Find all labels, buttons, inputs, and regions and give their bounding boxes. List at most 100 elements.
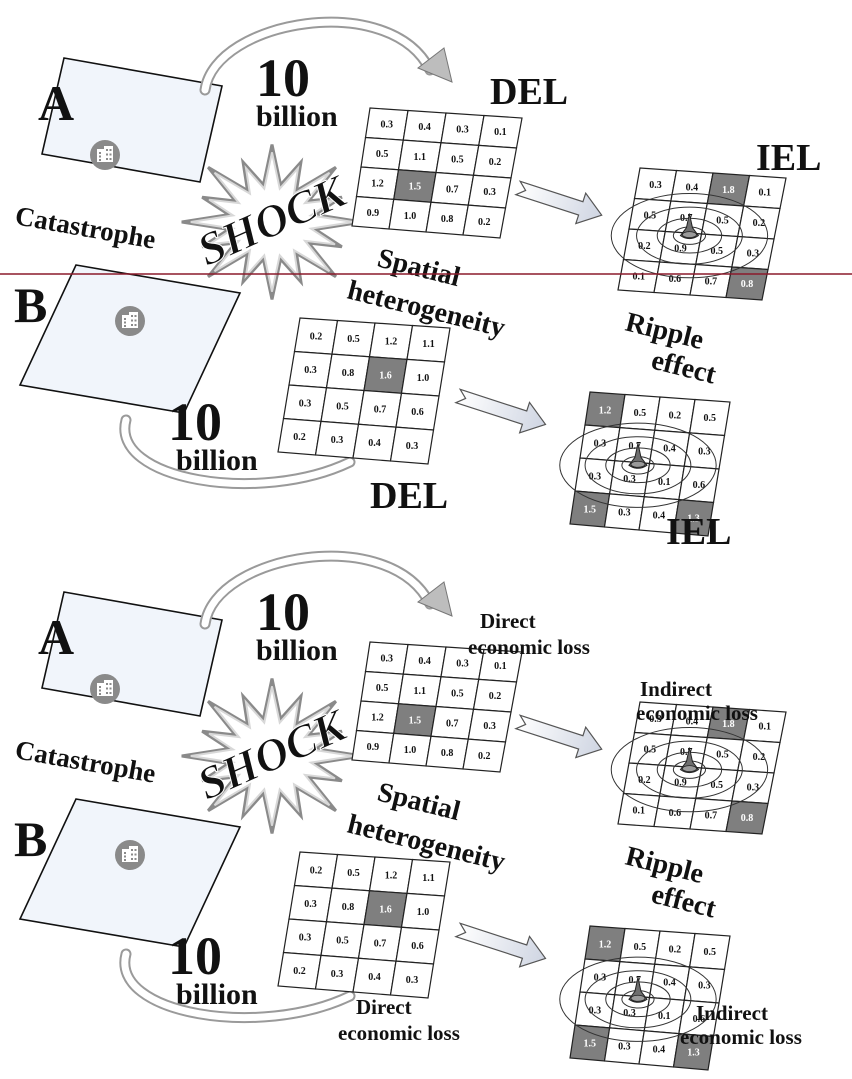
cell-value: 1.0 bbox=[417, 907, 430, 918]
cell-value: 0.9 bbox=[367, 208, 380, 219]
cell-value: 0.3 bbox=[299, 933, 312, 944]
cell-value: 0.3 bbox=[649, 714, 662, 725]
cell-value: 0.5 bbox=[710, 780, 723, 791]
cell-value: 1.6 bbox=[379, 904, 392, 915]
cell-value: 1.3 bbox=[687, 1047, 700, 1058]
cell-value: 0.3 bbox=[618, 1041, 631, 1052]
arrowhead bbox=[417, 47, 453, 83]
cell-value: 0.7 bbox=[628, 975, 641, 986]
cell-value: 0.5 bbox=[451, 688, 464, 699]
region-map bbox=[41, 57, 223, 183]
cell-value: 1.5 bbox=[584, 504, 597, 515]
cell-value: 0.3 bbox=[304, 365, 317, 376]
cell-value: 0.2 bbox=[310, 332, 323, 343]
cell-value: 0.5 bbox=[347, 868, 360, 879]
cell-value: 0.2 bbox=[669, 944, 682, 955]
region-a-letter: A bbox=[38, 75, 74, 131]
cell-value: 0.2 bbox=[293, 432, 306, 443]
cell-value: 1.1 bbox=[422, 873, 435, 884]
cell-value: 0.3 bbox=[304, 899, 317, 910]
cell-value: 0.2 bbox=[489, 157, 502, 168]
cell-value: 0.4 bbox=[653, 1044, 666, 1055]
cell-value: 0.4 bbox=[686, 183, 699, 194]
building-icon bbox=[90, 140, 120, 170]
cell-value: 0.1 bbox=[494, 127, 507, 138]
cell-value: 0.3 bbox=[594, 438, 607, 449]
cell-value: 0.3 bbox=[594, 972, 607, 983]
cell-value: 1.0 bbox=[404, 745, 417, 756]
building-icon bbox=[115, 306, 145, 336]
region-b-map bbox=[18, 798, 242, 948]
building-icon bbox=[115, 840, 145, 870]
cell-value: 0.3 bbox=[618, 507, 631, 518]
ripple-ring bbox=[584, 436, 692, 495]
cell-value: 0.5 bbox=[704, 413, 717, 424]
arrow-del-b-to-iel-b bbox=[454, 922, 547, 968]
grid-cell bbox=[672, 1032, 715, 1071]
catastrophe-label: Catastrophe bbox=[13, 734, 158, 788]
del-b-title-line1: Direct bbox=[356, 995, 412, 1019]
cell-value: 0.4 bbox=[663, 978, 676, 989]
iel-a-title-line1: Indirect bbox=[640, 677, 712, 701]
cell-value: 0.3 bbox=[483, 721, 496, 732]
cell-value: 0.8 bbox=[342, 368, 355, 379]
region-map bbox=[41, 591, 223, 717]
cell-value: 1.0 bbox=[417, 373, 430, 384]
cell-value: 0.3 bbox=[747, 783, 760, 794]
region-map bbox=[18, 798, 242, 948]
cell-value: 0.3 bbox=[589, 471, 602, 482]
iel-a-title-line2: economic loss bbox=[636, 701, 758, 725]
cell-value: 0.1 bbox=[759, 188, 772, 199]
cell-value: 0.2 bbox=[478, 217, 491, 228]
cell-value: 0.8 bbox=[441, 748, 454, 759]
cell-value: 1.0 bbox=[404, 211, 417, 222]
cell-value: 0.1 bbox=[658, 1011, 671, 1022]
grid-cell bbox=[389, 960, 435, 999]
cell-value: 0.3 bbox=[331, 969, 344, 980]
cell-value: 0.6 bbox=[411, 941, 424, 952]
cell-value: 0.3 bbox=[747, 249, 760, 260]
cell-value: 0.3 bbox=[698, 980, 711, 991]
grid-cell bbox=[389, 426, 435, 465]
cell-value: 1.5 bbox=[409, 181, 422, 192]
iel-b-title: IEL bbox=[666, 511, 731, 553]
ripple-ring bbox=[636, 206, 743, 265]
cell-value: 1.6 bbox=[379, 370, 392, 381]
cell-value: 0.9 bbox=[674, 778, 687, 789]
cell-value: 0.5 bbox=[634, 408, 647, 419]
cell-value: 0.2 bbox=[753, 218, 766, 229]
cell-value: 0.6 bbox=[693, 480, 706, 491]
cell-value: 0.8 bbox=[441, 214, 454, 225]
cell-value: 0.7 bbox=[705, 277, 718, 288]
cell-value: 0.7 bbox=[374, 938, 387, 949]
del-a-title-line1: Direct bbox=[480, 609, 536, 633]
cell-value: 0.7 bbox=[446, 718, 459, 729]
region-a-amount: 10 bbox=[256, 48, 310, 108]
cell-value: 0.4 bbox=[418, 122, 431, 133]
arrow-del-a-to-iel-a bbox=[514, 180, 603, 225]
cell-value: 0.5 bbox=[704, 947, 717, 958]
ripple-core bbox=[682, 765, 697, 773]
cell-value: 0.3 bbox=[380, 654, 393, 665]
cell-value: 0.7 bbox=[374, 404, 387, 415]
cell-value: 1.5 bbox=[409, 715, 422, 726]
cell-value: 0.1 bbox=[494, 661, 507, 672]
iel-b-title-line2: economic loss bbox=[680, 1025, 802, 1049]
ripple-core bbox=[630, 994, 646, 1002]
ripple-ring bbox=[559, 422, 717, 508]
cell-value: 0.2 bbox=[638, 241, 651, 252]
cell-value: 0.2 bbox=[753, 752, 766, 763]
panel-1: AB10billion10billionSHOCKCatastropheSpat… bbox=[13, 16, 821, 553]
cell-value: 0.7 bbox=[628, 441, 641, 452]
region-a-map bbox=[41, 57, 223, 183]
cell-value: 0.3 bbox=[698, 446, 711, 457]
cell-value: 0.7 bbox=[705, 811, 718, 822]
region-b-unit: billion bbox=[176, 444, 258, 477]
